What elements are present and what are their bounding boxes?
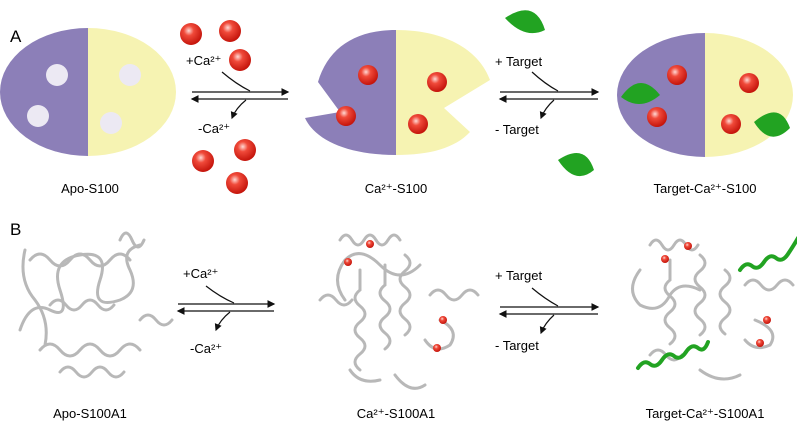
empty-site — [100, 112, 122, 134]
label-plus-target-a: + Target — [495, 54, 542, 69]
bound-calcium — [336, 106, 356, 126]
panel-b-label: B — [10, 220, 21, 239]
state-label-ca: Ca²⁺-S100 — [365, 181, 428, 196]
state-label-ca-a1: Ca²⁺-S100A1 — [357, 406, 435, 421]
label-minus-ca-b: -Ca²⁺ — [190, 341, 222, 356]
empty-site — [46, 64, 68, 86]
ca-s100a1-structure — [318, 233, 480, 390]
bound-calcium — [427, 72, 447, 92]
bound-calcium — [408, 114, 428, 134]
state-label-apo: Apo-S100 — [61, 181, 119, 196]
empty-site — [119, 64, 141, 86]
state-label-target-ca: Target-Ca²⁺-S100 — [654, 181, 757, 196]
target-ca-s100-oval — [617, 33, 793, 157]
bound-calcium — [667, 65, 687, 85]
label-minus-target-a: - Target — [495, 122, 539, 137]
state-label-apo-a1: Apo-S100A1 — [53, 406, 127, 421]
label-minus-ca-a: -Ca²⁺ — [198, 121, 230, 136]
bound-calcium — [358, 65, 378, 85]
target-ca-s100a1-structure — [631, 238, 795, 381]
bound-calcium — [739, 73, 759, 93]
ca-s100-shape — [305, 30, 490, 155]
equilibrium-arrows-b1 — [176, 285, 276, 332]
bound-target — [754, 112, 790, 137]
label-plus-target-b: + Target — [495, 268, 542, 283]
equilibrium-arrows-a1 — [190, 71, 290, 120]
target-ca-s100a1-calcium — [661, 242, 771, 347]
free-calcium-ions — [180, 20, 256, 194]
apo-s100a1-structure — [18, 231, 174, 379]
bound-target — [621, 82, 660, 105]
empty-site — [27, 105, 49, 127]
free-target-molecules — [505, 10, 594, 177]
ca-s100a1-calcium — [344, 240, 447, 352]
bound-calcium — [647, 107, 667, 127]
label-plus-ca-a: +Ca²⁺ — [186, 53, 221, 68]
apo-s100-oval — [0, 28, 176, 156]
state-label-target-ca-a1: Target-Ca²⁺-S100A1 — [646, 406, 765, 421]
target-peptides — [636, 236, 797, 370]
label-minus-target-b: - Target — [495, 338, 539, 353]
bound-calcium — [721, 114, 741, 134]
panel-a-label: A — [10, 27, 22, 46]
equilibrium-arrows-a2 — [498, 71, 600, 120]
equilibrium-arrows-b2 — [498, 287, 600, 335]
label-plus-ca-b: +Ca²⁺ — [183, 266, 218, 281]
